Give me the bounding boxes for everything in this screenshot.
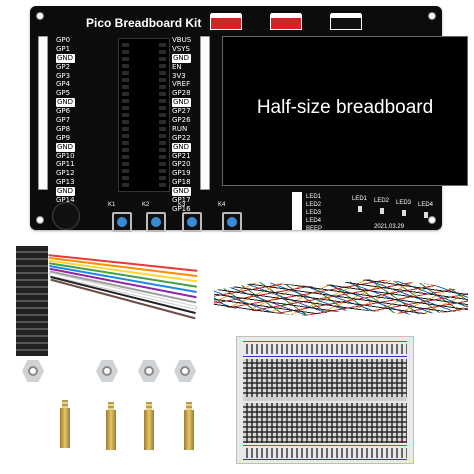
button-k4[interactable]: [222, 212, 242, 232]
pin-label: GP12: [56, 169, 75, 178]
pin-label: GP19: [172, 169, 191, 178]
pin-label: GP22: [172, 133, 191, 142]
pin-label: GP9: [56, 133, 71, 142]
mini-breadboard: [236, 336, 414, 464]
button-label: K2: [142, 202, 150, 208]
pin-label: VSYS: [172, 44, 190, 53]
breadboard-area: Half-size breadboard: [222, 36, 468, 186]
led-label: LED1: [352, 196, 368, 202]
pin-label: GP0: [56, 36, 71, 44]
pin-label: GND: [172, 98, 192, 108]
hex-nut: [96, 360, 118, 382]
brass-standoff: [144, 402, 154, 450]
board-title: Pico Breadboard Kit: [86, 16, 202, 30]
pin-label: GP14: [56, 196, 75, 205]
power-rail: [243, 448, 407, 458]
led-label: LED3: [396, 200, 412, 206]
pin-label: GP26: [172, 116, 191, 125]
mount-hole: [428, 12, 436, 20]
pin-label: GP10: [56, 151, 75, 160]
mount-hole: [428, 216, 436, 224]
mount-hole: [36, 12, 44, 20]
hex-nut: [138, 360, 160, 382]
hex-nut: [174, 360, 196, 382]
mount-hole: [36, 216, 44, 224]
pin-label: VREF: [172, 80, 191, 89]
brass-standoff: [184, 402, 194, 450]
pin-label: GND: [172, 53, 192, 63]
switch-label: LED3: [306, 210, 322, 216]
pin-label: EN: [172, 62, 182, 71]
breadboard-area-label: Half-size breadboard: [256, 97, 434, 118]
switch-label: BEEP: [306, 226, 323, 232]
pin-label: GP13: [56, 178, 75, 187]
pin-label: GND: [172, 142, 192, 152]
led: [402, 210, 406, 216]
jumper-wires-bundle: [214, 266, 468, 330]
pin-label: GP18: [172, 178, 191, 187]
led: [424, 212, 428, 218]
pin-label: GND: [172, 187, 192, 197]
pin-label: 3V3: [172, 71, 186, 80]
pin-label: GP16: [172, 204, 191, 213]
button-k2[interactable]: [146, 212, 166, 232]
button-label: K4: [218, 202, 226, 208]
pin-label: GP20: [172, 160, 191, 169]
buzzer: [52, 202, 80, 230]
power-connector-gnd: [330, 13, 362, 30]
brass-standoff: [106, 402, 116, 450]
switch-label: LED4: [306, 218, 322, 224]
power-connector-5v: [210, 13, 242, 30]
led-label: LED4: [418, 202, 434, 208]
pin-label: GP11: [56, 160, 75, 169]
breadboard-grid-top: [243, 359, 407, 399]
pin-label: GP21: [172, 151, 191, 160]
hex-nut: [22, 360, 44, 382]
pico-socket: [118, 38, 170, 192]
pin-label: GND: [56, 53, 75, 63]
led-label: LED2: [374, 198, 390, 204]
led: [358, 206, 362, 212]
button-k3[interactable]: [182, 212, 202, 232]
switch-label: LED1: [306, 194, 322, 200]
pin-label: GP7: [56, 116, 71, 125]
pin-label: GP6: [56, 107, 71, 116]
dupont-wire-ribbon: [8, 242, 208, 362]
pin-label: GP27: [172, 107, 191, 116]
button-label: K1: [108, 202, 116, 208]
pin-label: RUN: [172, 124, 188, 133]
breadboard-grid-bottom: [243, 403, 407, 443]
power-rail: [243, 344, 407, 354]
button-label: K3: [178, 202, 186, 208]
pin-label: GND: [56, 98, 75, 108]
button-k1[interactable]: [112, 212, 132, 232]
pin-label: GP3: [56, 71, 71, 80]
breadboard-center-channel: [243, 397, 407, 401]
power-connector-3v3: [270, 13, 302, 30]
dip-switch[interactable]: [292, 192, 302, 230]
pin-label: GP5: [56, 89, 71, 98]
pin-label: GP1: [56, 44, 71, 53]
switch-label: LED2: [306, 202, 322, 208]
pin-label: GP17: [172, 196, 191, 205]
pin-label: VBUS: [172, 36, 192, 44]
pin-label: GP4: [56, 80, 71, 89]
right-female-header: [200, 36, 210, 190]
pin-label: GP28: [172, 89, 191, 98]
board-date: 2021.03.29: [374, 224, 405, 230]
led: [380, 208, 384, 214]
pin-label: GND: [56, 142, 75, 152]
pin-label: GND: [56, 187, 75, 197]
brass-standoff: [60, 400, 70, 448]
pin-label: GP2: [56, 62, 71, 71]
pin-label: GP8: [56, 124, 71, 133]
left-female-header: [38, 36, 48, 190]
